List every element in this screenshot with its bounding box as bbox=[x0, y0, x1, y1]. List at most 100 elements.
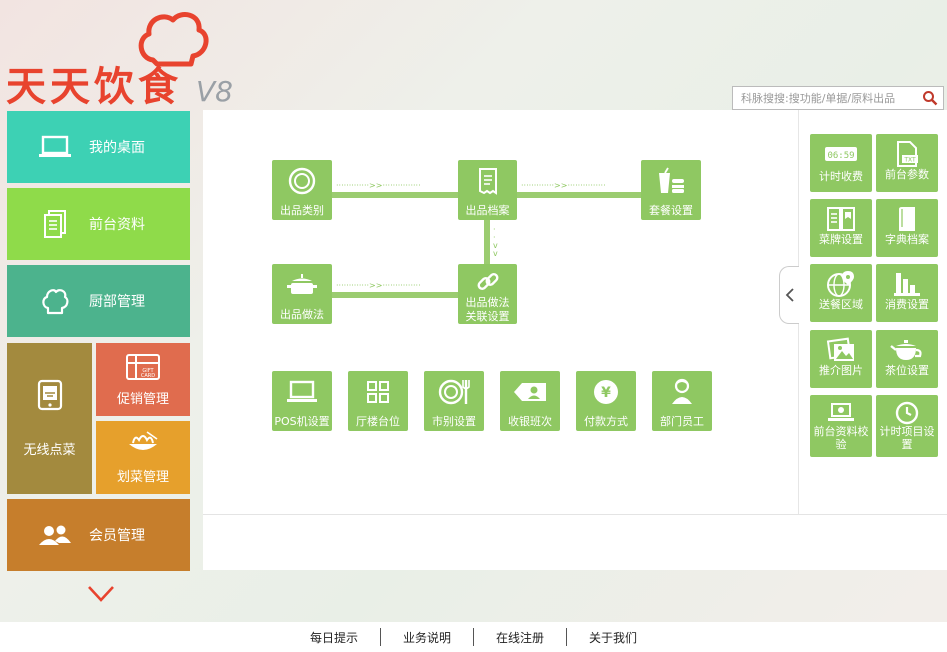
button-label: POS机设置 bbox=[274, 415, 330, 428]
sidebar-item-members[interactable]: 会员管理 bbox=[7, 499, 190, 571]
footer-separator bbox=[379, 628, 381, 646]
laptop-icon bbox=[35, 132, 75, 162]
button-label: 厅楼台位 bbox=[356, 415, 400, 428]
button-label: 前台参数 bbox=[885, 168, 929, 181]
button-label: 前台资料校验 bbox=[813, 425, 869, 451]
tablet-icon bbox=[36, 379, 64, 415]
globe-pin-icon bbox=[826, 270, 856, 298]
footer-link-daily-tips[interactable]: 每日提示 bbox=[309, 630, 358, 645]
sidebar-item-label: 划菜管理 bbox=[116, 470, 169, 485]
flow-node-label: 出品做法 bbox=[465, 296, 510, 309]
search-input[interactable] bbox=[733, 91, 917, 105]
panel-divider bbox=[203, 514, 947, 515]
footer-link-online-register[interactable]: 在线注册 bbox=[496, 630, 545, 645]
sidebar-item-kitchen[interactable]: 厨部管理 bbox=[7, 265, 190, 337]
button-label: 付款方式 bbox=[584, 415, 628, 428]
sidebar-item-dish-marking[interactable]: 划菜管理 bbox=[96, 421, 190, 494]
flow-arrow: ·············>>··············· bbox=[336, 181, 421, 190]
consumption-settings-button[interactable]: 消费设置 bbox=[876, 264, 938, 322]
sidebar-item-label: 促销管理 bbox=[116, 392, 169, 407]
department-staff-button[interactable]: 部门员工 bbox=[652, 371, 712, 431]
recommended-pictures-button[interactable]: 推介图片 bbox=[810, 330, 872, 388]
dictionary-archive-button[interactable]: 字典档案 bbox=[876, 199, 938, 257]
pos-settings-button[interactable]: POS机设置 bbox=[272, 371, 332, 431]
button-label: 菜牌设置 bbox=[819, 233, 863, 246]
search-icon[interactable] bbox=[917, 87, 943, 109]
flow-connector bbox=[332, 192, 458, 198]
button-label: 计时项目设置 bbox=[879, 425, 935, 451]
flow-connector bbox=[332, 292, 458, 298]
chevron-left-icon bbox=[785, 288, 794, 302]
flow-node-label: 出品类别 bbox=[280, 204, 324, 217]
svg-text:GIFT: GIFT bbox=[142, 368, 154, 374]
collapse-panel-tab[interactable] bbox=[779, 266, 799, 324]
documents-icon bbox=[35, 209, 75, 239]
sidebar-item-label: 无线点菜 bbox=[23, 443, 76, 458]
flow-node-label: 关联设置 bbox=[465, 310, 510, 323]
cashier-shift-button[interactable]: 收银班次 bbox=[500, 371, 560, 431]
grid-icon bbox=[366, 377, 390, 407]
delivery-area-button[interactable]: 送餐区域 bbox=[810, 264, 872, 322]
book-icon bbox=[895, 205, 919, 233]
sidebar-item-label: 厨部管理 bbox=[89, 294, 145, 310]
timed-charge-button[interactable]: 06:59 计时收费 bbox=[810, 134, 872, 192]
tea-seat-settings-button[interactable]: 茶位设置 bbox=[876, 330, 938, 388]
button-label: 收银班次 bbox=[508, 415, 552, 428]
button-label: 计时收费 bbox=[819, 170, 863, 183]
chevron-down-icon[interactable] bbox=[86, 584, 116, 604]
footer-link-about-us[interactable]: 关于我们 bbox=[589, 630, 638, 645]
staff-icon bbox=[670, 377, 694, 407]
flow-connector bbox=[517, 192, 641, 198]
flow-node-cooking-link[interactable]: 出品做法 关联设置 bbox=[458, 264, 517, 324]
button-label: 市别设置 bbox=[432, 415, 476, 428]
search-box bbox=[732, 86, 944, 110]
front-params-button[interactable]: TXT 前台参数 bbox=[876, 134, 938, 192]
pot-icon bbox=[286, 270, 318, 300]
brand-name: 天天饮食 bbox=[6, 63, 182, 110]
flow-node-combo-settings[interactable]: 套餐设置 bbox=[641, 160, 701, 220]
brand-version: V8 bbox=[196, 75, 233, 108]
front-data-verify-button[interactable]: 前台资料校验 bbox=[810, 395, 872, 457]
dining-icon bbox=[438, 377, 470, 407]
footer-link-business-guide[interactable]: 业务说明 bbox=[402, 630, 451, 645]
timed-item-settings-button[interactable]: 计时项目设置 bbox=[876, 395, 938, 457]
combo-meal-icon bbox=[656, 166, 686, 196]
payment-method-button[interactable]: ¥ 付款方式 bbox=[576, 371, 636, 431]
sidebar-item-front-desk-data[interactable]: 前台资料 bbox=[7, 188, 190, 260]
sidebar-item-label: 前台资料 bbox=[89, 217, 145, 233]
button-label: 推介图片 bbox=[819, 364, 863, 377]
txt-file-icon: TXT bbox=[894, 140, 920, 168]
yuan-icon: ¥ bbox=[592, 377, 620, 407]
hall-tables-button[interactable]: 厅楼台位 bbox=[348, 371, 408, 431]
flow-arrow: ·············>>··············· bbox=[336, 281, 421, 290]
flow-node-label: 出品档案 bbox=[465, 204, 510, 217]
menu-settings-button[interactable]: 菜牌设置 bbox=[810, 199, 872, 257]
button-label: 消费设置 bbox=[885, 298, 929, 311]
verify-icon bbox=[826, 401, 856, 425]
flow-arrow: ·············>>··············· bbox=[521, 181, 606, 190]
flow-node-product-category[interactable]: 出品类别 bbox=[272, 160, 332, 220]
bar-chart-icon bbox=[893, 270, 921, 298]
market-settings-button[interactable]: 市别设置 bbox=[424, 371, 484, 431]
button-label: 茶位设置 bbox=[885, 364, 929, 377]
chef-hat-icon bbox=[35, 286, 75, 316]
timer-display-icon: 06:59 bbox=[824, 140, 858, 168]
flow-node-cooking-method[interactable]: 出品做法 bbox=[272, 264, 332, 324]
plate-icon bbox=[288, 166, 316, 196]
svg-text:06:59: 06:59 bbox=[827, 151, 854, 161]
picture-icon bbox=[826, 336, 856, 364]
footer-separator bbox=[473, 628, 474, 646]
sidebar-item-wireless-order[interactable]: 无线点菜 bbox=[7, 343, 92, 494]
svg-text:¥: ¥ bbox=[601, 385, 611, 401]
sidebar-item-desktop[interactable]: 我的桌面 bbox=[7, 111, 190, 183]
button-label: 字典档案 bbox=[885, 233, 929, 246]
menu-book-icon bbox=[826, 205, 856, 233]
receipt-icon bbox=[477, 166, 499, 196]
clock-icon bbox=[895, 401, 919, 425]
laptop-icon bbox=[286, 377, 318, 407]
cashier-icon bbox=[513, 377, 547, 407]
flow-node-product-archive[interactable]: 出品档案 bbox=[458, 160, 517, 220]
